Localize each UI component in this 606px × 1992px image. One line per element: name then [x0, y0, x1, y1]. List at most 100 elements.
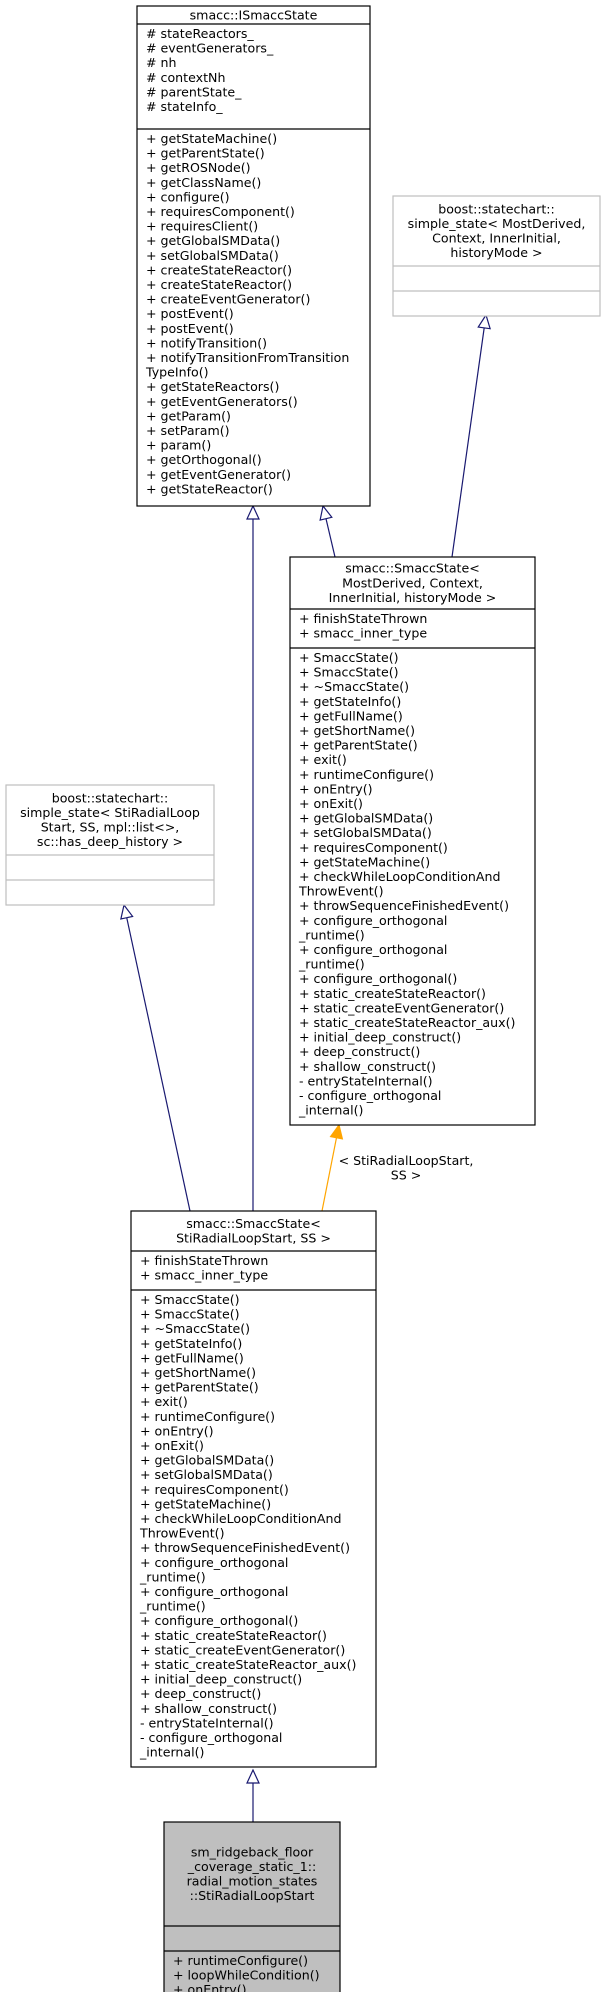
class-method: + setParam() [146, 423, 230, 438]
class-attribute: + smacc_inner_type [140, 1268, 268, 1283]
class-method: + getParentState() [146, 146, 265, 161]
class-title-line: Start, SS, mpl::list<>, [41, 820, 180, 835]
class-attribute: + smacc_inner_type [299, 626, 427, 641]
edges-layer: < StiRadialLoopStart,SS > [120, 313, 491, 1822]
class-node-smacc-state-generic[interactable]: smacc::SmaccState<MostDerived, Context,I… [289, 556, 536, 1126]
class-method: - entryStateInternal() [140, 1715, 274, 1730]
class-node-ismacc-state[interactable]: smacc::ISmaccState# stateReactors_# even… [136, 5, 371, 507]
class-method: + static_createEventGenerator() [299, 1000, 504, 1015]
edge-line [126, 917, 191, 1212]
class-method: + configure() [146, 189, 230, 204]
class-method: + static_createStateReactor_aux() [140, 1657, 356, 1672]
class-method: + notifyTransitionFromTransition [146, 350, 349, 365]
class-method: + getROSNode() [146, 160, 251, 175]
class-method: + getStateInfo() [299, 694, 401, 709]
class-method: + setGlobalSMData() [299, 825, 432, 840]
class-method: + configure_orthogonal() [299, 971, 457, 986]
inheritance-arrowhead [319, 504, 333, 521]
class-method: + onExit() [299, 796, 363, 811]
class-method: + static_createStateReactor() [140, 1628, 327, 1643]
class-method: + getEventGenerators() [146, 394, 298, 409]
class-method: + getFullName() [299, 708, 403, 723]
class-method: - configure_orthogonal [299, 1088, 441, 1103]
nodes-layer: smacc::ISmaccState# stateReactors_# even… [5, 5, 601, 1992]
class-attribute: # nh [146, 55, 177, 70]
class-method: + runtimeConfigure() [173, 1953, 308, 1968]
class-method: + checkWhileLoopConditionAnd [140, 1511, 342, 1526]
class-method: _runtime() [298, 957, 365, 972]
class-method: + runtimeConfigure() [140, 1409, 275, 1424]
class-node-boost-simple-state-generic[interactable]: boost::statechart::simple_state< MostDer… [392, 195, 601, 317]
class-method: - configure_orthogonal [140, 1730, 282, 1745]
class-title-line: MostDerived, Context, [342, 575, 483, 590]
class-title-line: sm_ridgeback_floor [191, 1844, 314, 1859]
class-title-line: _coverage_static_1:: [187, 1859, 316, 1874]
class-box [130, 1210, 377, 1768]
class-method: + deep_construct() [299, 1044, 420, 1059]
class-method: + onEntry() [140, 1423, 214, 1438]
class-title-line: sc::has_deep_history > [37, 834, 183, 849]
class-attribute: # eventGenerators_ [146, 41, 274, 56]
class-method: + getStateReactor() [146, 481, 273, 496]
class-attribute: + finishStateThrown [140, 1253, 268, 1268]
class-title-line: InnerInitial, historyMode > [329, 590, 497, 605]
class-method: + getParentState() [299, 738, 418, 753]
class-title-line: ::StiRadialLoopStart [190, 1888, 315, 1903]
class-method: + getStateMachine() [299, 854, 430, 869]
edge-template-binding [321, 1137, 338, 1212]
class-method: + postEvent() [146, 321, 234, 336]
class-title-line: boost::statechart:: [438, 201, 555, 216]
class-method: + configure_orthogonal [299, 913, 447, 928]
class-method: + SmaccState() [299, 665, 399, 680]
class-method: + requiresComponent() [146, 204, 295, 219]
class-method: + loopWhileCondition() [173, 1968, 320, 1983]
class-method: + param() [146, 438, 211, 453]
class-method: + requiresComponent() [299, 840, 448, 855]
class-method: - entryStateInternal() [299, 1073, 433, 1088]
class-method: + notifyTransition() [146, 335, 267, 350]
edge-line [325, 518, 336, 558]
class-method: + getParentState() [140, 1380, 259, 1395]
class-method: _runtime() [298, 927, 365, 942]
class-method: + configure_orthogonal [140, 1555, 288, 1570]
class-method: + initial_deep_construct() [299, 1030, 461, 1045]
class-method: + throwSequenceFinishedEvent() [140, 1540, 350, 1555]
class-method: + checkWhileLoopConditionAnd [299, 869, 501, 884]
edge-boost-to-specific [126, 917, 191, 1212]
class-title-line: Context, InnerInitial, [432, 231, 561, 246]
class-method: TypeInfo() [145, 365, 209, 380]
template-binding-label: < StiRadialLoopStart, [339, 1153, 474, 1168]
class-method: + getStateReactors() [146, 379, 279, 394]
class-node-sti-radial-loop-start[interactable]: sm_ridgeback_floor_coverage_static_1::ra… [163, 1821, 341, 1992]
class-title-line: simple_state< MostDerived, [408, 216, 586, 231]
class-method: + getParam() [146, 408, 231, 423]
class-node-smacc-state-specific[interactable]: smacc::SmaccState<StiRadialLoopStart, SS… [130, 1210, 377, 1768]
class-method: + onEntry() [173, 1982, 247, 1992]
class-method: + setGlobalSMData() [146, 248, 279, 263]
inheritance-arrowhead [246, 1768, 260, 1784]
edge-line [451, 327, 485, 558]
class-method: + static_createStateReactor() [299, 986, 486, 1001]
class-method: + getStateMachine() [146, 131, 277, 146]
class-method: + ~SmaccState() [299, 679, 409, 694]
class-method: + getStateMachine() [140, 1496, 271, 1511]
class-title-line: StiRadialLoopStart, SS > [176, 1231, 331, 1246]
class-method: + static_createEventGenerator() [140, 1642, 345, 1657]
edge-boost-to-generic [451, 327, 485, 558]
class-method: + initial_deep_construct() [140, 1672, 302, 1687]
class-method: + exit() [140, 1394, 188, 1409]
class-method: + getGlobalSMData() [146, 233, 280, 248]
class-title-line: smacc::SmaccState< [345, 561, 480, 576]
class-method: _internal() [139, 1745, 204, 1760]
class-node-boost-simple-state-specific[interactable]: boost::statechart::simple_state< StiRadi… [5, 784, 215, 906]
class-method: ThrowEvent() [298, 884, 384, 899]
inheritance-arrowhead [477, 313, 491, 330]
class-method: + getGlobalSMData() [140, 1453, 274, 1468]
class-method: + static_createStateReactor_aux() [299, 1015, 515, 1030]
class-title-line: smacc::ISmaccState [190, 7, 318, 22]
class-attribute: + finishStateThrown [299, 611, 427, 626]
edge-ismaccstate-to-generic [325, 518, 336, 558]
class-method: + throwSequenceFinishedEvent() [299, 898, 509, 913]
class-box [392, 195, 601, 317]
